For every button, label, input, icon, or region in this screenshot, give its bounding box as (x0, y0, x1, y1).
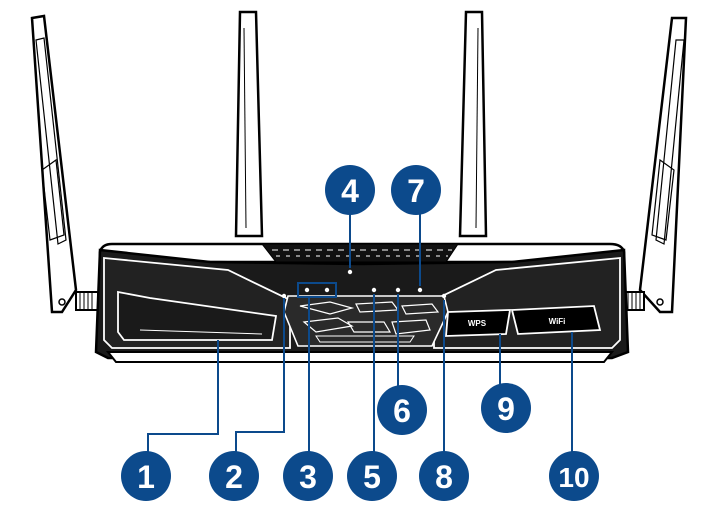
svg-text:8: 8 (435, 459, 453, 495)
antenna-far-right (621, 16, 688, 314)
callout-7: 7 (391, 165, 441, 215)
wifi-button-label: WiFi (549, 317, 566, 326)
wps-button-label: WPS (468, 319, 487, 328)
router-body (94, 242, 630, 363)
svg-text:3: 3 (299, 459, 317, 495)
led-6 (395, 287, 401, 293)
antenna-inner-right (458, 10, 488, 238)
led-3a (304, 287, 310, 293)
svg-text:9: 9 (497, 391, 515, 427)
led-3b (324, 287, 330, 293)
led-5 (371, 287, 377, 293)
callout-1: 1 (121, 451, 171, 501)
svg-text:2: 2 (225, 459, 243, 495)
led-group-box (297, 282, 337, 298)
antenna-far-left (30, 14, 99, 314)
leader-lines (147, 210, 573, 452)
callout-2: 2 (209, 451, 259, 501)
svg-text:1: 1 (137, 459, 155, 495)
callout-8: 8 (419, 451, 469, 501)
callout-9: 9 (481, 383, 531, 433)
led-indicators (281, 269, 447, 299)
wps-button[interactable]: WPS (445, 309, 512, 337)
svg-text:6: 6 (393, 393, 411, 429)
led-4 (347, 269, 353, 275)
svg-text:4: 4 (341, 173, 359, 209)
svg-text:7: 7 (407, 173, 425, 209)
callout-4: 4 (325, 165, 375, 215)
wifi-button[interactable]: WiFi (510, 305, 602, 335)
callout-5: 5 (347, 451, 397, 501)
led-8 (441, 293, 447, 299)
led-1 (281, 293, 287, 299)
callout-3: 3 (283, 451, 333, 501)
callout-6: 6 (377, 385, 427, 435)
callout-10: 10 (549, 451, 599, 501)
antenna-inner-left (234, 10, 264, 238)
svg-text:5: 5 (363, 459, 381, 495)
led-7 (417, 287, 423, 293)
svg-text:10: 10 (558, 462, 589, 493)
